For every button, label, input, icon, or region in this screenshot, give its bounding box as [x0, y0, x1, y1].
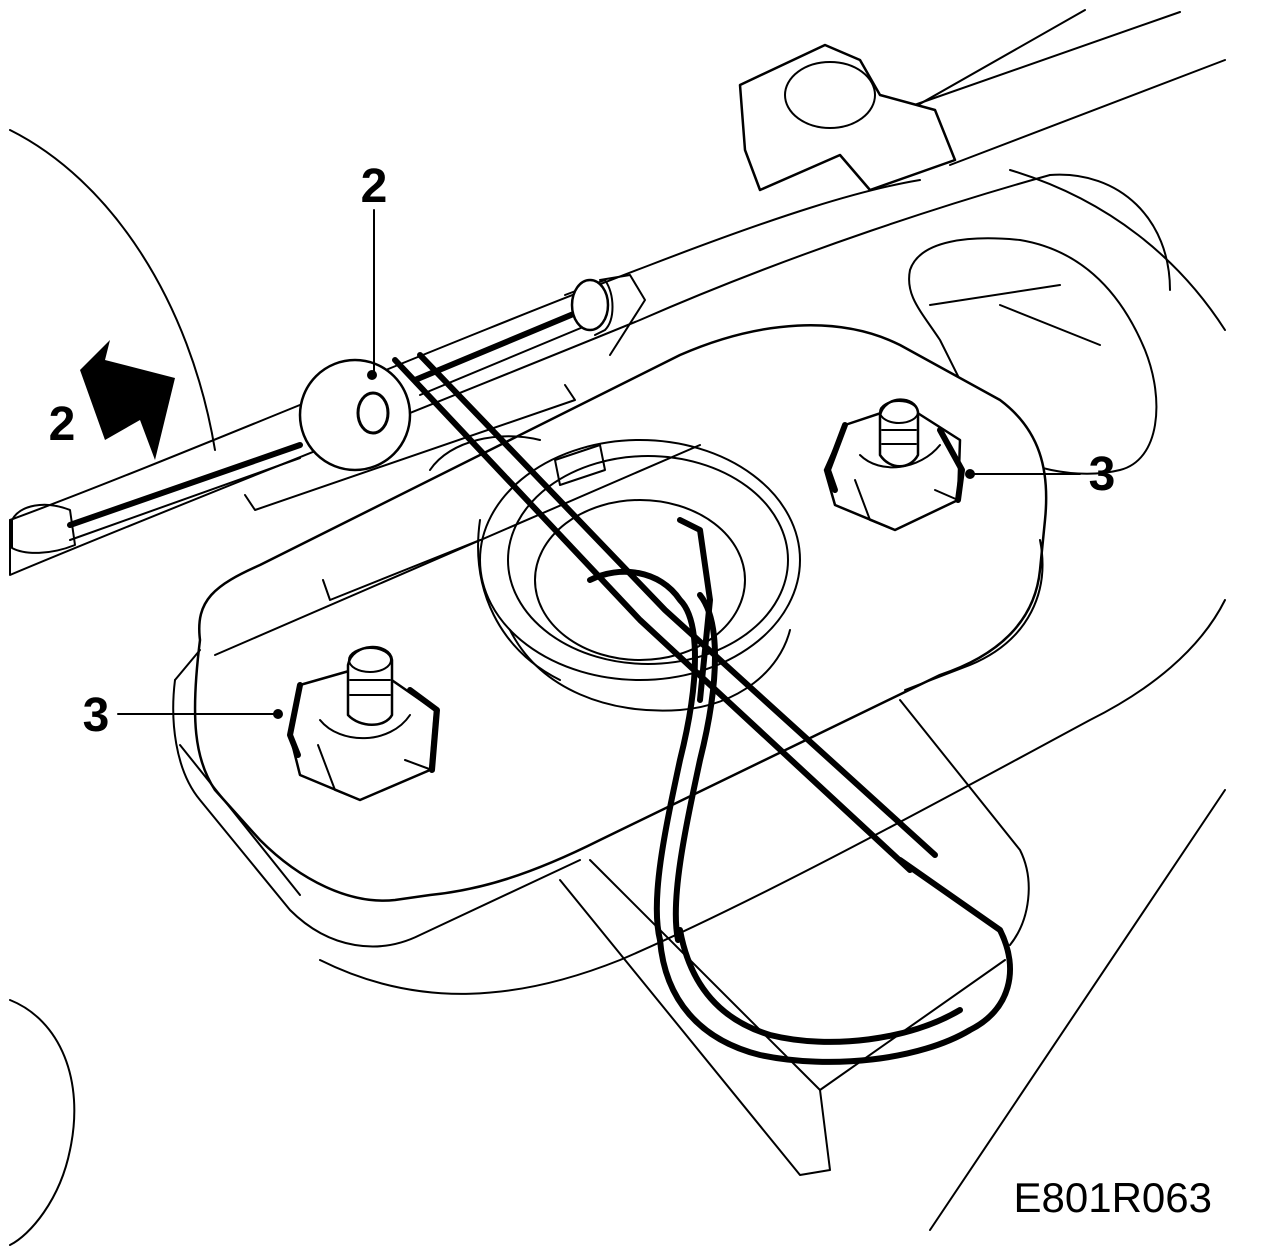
nut-right	[823, 398, 975, 532]
background-housing	[9, 9, 1226, 1246]
callout-dot-cable	[367, 370, 377, 380]
slot-opening	[908, 237, 1158, 475]
arrow-icon	[80, 340, 175, 460]
guide-rod	[392, 352, 1030, 1176]
callout-label-nut-left: 3	[83, 689, 110, 742]
cable-ball-end	[298, 358, 412, 472]
bracket-top	[9, 43, 1171, 576]
return-spring	[587, 517, 1013, 1065]
callout-label-arrow: 2	[49, 398, 76, 451]
callout-label-nut-right: 3	[1089, 448, 1116, 501]
nut-left	[273, 645, 440, 802]
callout-leaders	[117, 209, 1081, 715]
direction-arrow	[80, 340, 175, 460]
figure-reference: E801R063	[1014, 1174, 1213, 1221]
callout-label-cable: 2	[361, 160, 388, 213]
lever-boot	[244, 384, 801, 712]
